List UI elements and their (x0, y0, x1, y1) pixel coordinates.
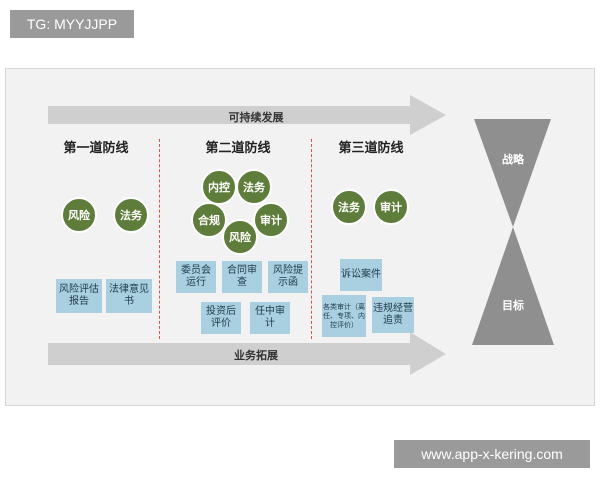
circle-risk-2: 风险 (222, 219, 258, 255)
circle-audit-3: 审计 (373, 189, 409, 225)
top-left-tag: TG: MYYJJPP (10, 10, 134, 38)
hourglass-top-shape (474, 119, 551, 227)
circle-internal-control: 内控 (201, 169, 237, 205)
hourglass-bottom-shape (472, 227, 554, 345)
divider-2 (311, 139, 312, 339)
circle-legal: 法务 (113, 197, 149, 233)
box-various-audits: 各类审计（离任、专项、内控评价） (322, 295, 366, 337)
circle-legal-3: 法务 (331, 189, 367, 225)
top-arrow-shape (48, 95, 446, 135)
arrows-layer (48, 95, 554, 375)
circle-risk: 风险 (61, 197, 97, 233)
box-violation-accountability: 违规经营追责 (372, 297, 414, 333)
box-midterm-audit: 任中审计 (250, 302, 290, 334)
box-post-investment: 投资后评价 (201, 302, 241, 334)
divider-1 (159, 139, 160, 339)
column-2-title: 第二道防线 (205, 141, 271, 156)
box-risk-report: 风险评估报告 (56, 279, 102, 313)
column-3-title: 第三道防线 (338, 141, 404, 156)
hourglass-top-label: 战略 (502, 153, 524, 166)
box-risk-notice: 风险提示函 (268, 261, 308, 293)
box-contract-review: 合同审查 (222, 261, 262, 293)
bottom-right-watermark: www.app-x-kering.com (394, 440, 590, 468)
bottom-arrow-label: 业务拓展 (234, 349, 278, 362)
top-arrow-label: 可持续发展 (228, 111, 284, 124)
bottom-arrow-shape (48, 332, 446, 375)
box-committee: 委员会运行 (176, 261, 216, 293)
hourglass-bottom-label: 目标 (502, 299, 524, 312)
column-1-title: 第一道防线 (63, 141, 129, 156)
circle-compliance: 合规 (191, 202, 227, 238)
circle-audit: 审计 (253, 202, 289, 238)
diagram-frame: 可持续发展 业务拓展 战略 目标 第一道防线 第二道防线 第三道防线 风险 法务… (5, 68, 595, 406)
box-legal-opinion: 法律意见书 (106, 279, 152, 313)
box-litigation: 诉讼案件 (340, 259, 382, 291)
circle-legal-2: 法务 (236, 169, 272, 205)
